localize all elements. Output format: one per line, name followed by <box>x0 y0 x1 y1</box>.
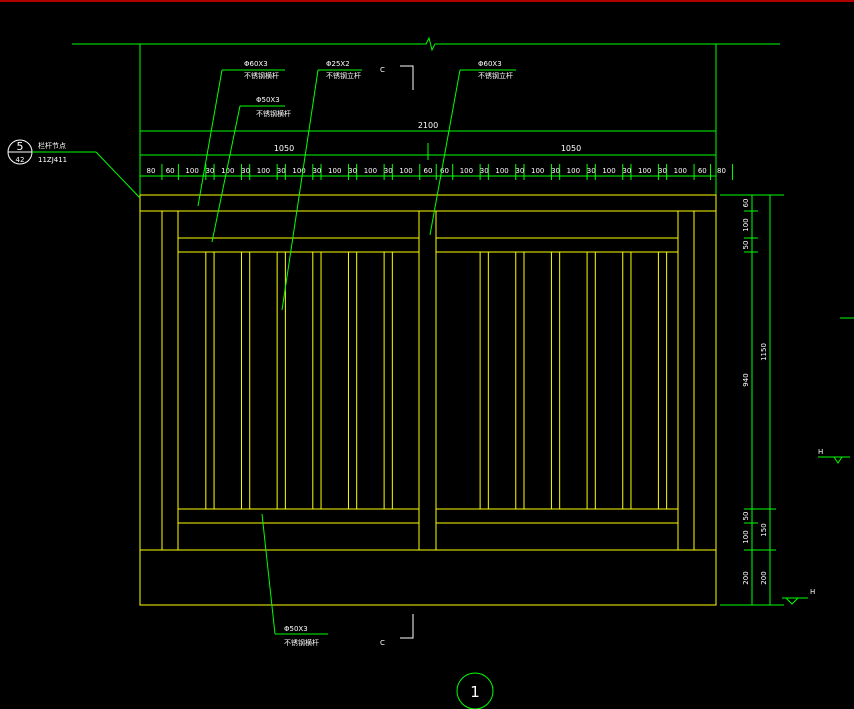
vertical-dimensions <box>720 194 784 606</box>
svg-text:1: 1 <box>470 683 480 701</box>
segment-label: 100 <box>364 167 377 175</box>
segment-label: 30 <box>587 167 596 175</box>
svg-text:H: H <box>810 588 815 596</box>
svg-text:不锈钢横杆: 不锈钢横杆 <box>284 638 319 647</box>
svg-text:Φ60X3: Φ60X3 <box>244 60 268 68</box>
svg-text:Φ60X3: Φ60X3 <box>478 60 502 68</box>
segment-ticks <box>139 164 733 180</box>
dim-half-left: 1050 <box>274 144 294 153</box>
leader-sub-rail: Φ50X3 不锈钢横杆 <box>211 96 291 243</box>
segment-label: 80 <box>147 167 156 175</box>
segment-label: 100 <box>460 167 473 175</box>
segment-label: 100 <box>328 167 341 175</box>
vdim-200-inner: 200 <box>742 571 750 584</box>
railing-frame <box>139 194 717 606</box>
segment-label: 100 <box>221 167 234 175</box>
detail-title: 栏杆节点 <box>38 141 66 150</box>
segment-label: 100 <box>495 167 508 175</box>
segment-label: 60 <box>424 167 433 175</box>
vdim-50-top: 50 <box>742 241 750 250</box>
segment-label: 30 <box>384 167 393 175</box>
svg-text:Φ50X3: Φ50X3 <box>256 96 280 104</box>
segment-label: 30 <box>277 167 286 175</box>
segment-label: 30 <box>480 167 489 175</box>
segment-label: 100 <box>185 167 198 175</box>
vdim-50-bottom: 50 <box>742 512 750 521</box>
svg-text:不锈钢立杆: 不锈钢立杆 <box>478 71 513 80</box>
segment-label: 30 <box>348 167 357 175</box>
svg-text:C: C <box>380 66 385 74</box>
vdim-940: 940 <box>742 373 750 386</box>
section-mark-top: C <box>380 65 414 90</box>
svg-text:Φ25X2: Φ25X2 <box>326 60 350 68</box>
segment-label: 100 <box>257 167 270 175</box>
leader-post: Φ60X3 不锈钢立杆 <box>429 60 516 236</box>
dim-half-right: 1050 <box>561 144 581 153</box>
segment-label: 30 <box>241 167 250 175</box>
detail-reference-bubble: 5 42 栏杆节点 11ZJ411 <box>7 139 141 199</box>
leader-baluster: Φ25X2 不锈钢立杆 <box>281 60 362 311</box>
svg-text:不锈钢横杆: 不锈钢横杆 <box>244 71 279 80</box>
vdim-150: 150 <box>760 523 768 536</box>
horizontal-dimensions <box>139 127 717 177</box>
detail-ref: 11ZJ411 <box>38 156 67 164</box>
svg-text:5: 5 <box>17 140 24 153</box>
vdim-100-top: 100 <box>742 218 750 231</box>
segment-label: 30 <box>622 167 631 175</box>
segment-label: 60 <box>440 167 449 175</box>
svg-text:C: C <box>380 639 385 647</box>
section-mark-bottom: C <box>380 614 414 647</box>
segment-labels: 80 60 100 30 100 30 100 30 100 30 100 30 100 30 100 60 6… <box>147 167 726 175</box>
drawing-number-bubble: 1 <box>456 672 494 709</box>
vdim-1150: 1150 <box>760 343 768 361</box>
segment-label: 30 <box>658 167 667 175</box>
segment-label: 30 <box>312 167 321 175</box>
level-mark-upper: H <box>818 448 850 464</box>
svg-text:不锈钢立杆: 不锈钢立杆 <box>326 71 361 80</box>
segment-label: 100 <box>531 167 544 175</box>
vdim-100-bottom: 100 <box>742 530 750 543</box>
dim-overall: 2100 <box>418 121 438 130</box>
leader-bottom-rail: Φ50X3 不锈钢横杆 <box>261 513 328 647</box>
svg-text:42: 42 <box>16 156 25 164</box>
balusters <box>205 252 668 509</box>
segment-label: 100 <box>567 167 580 175</box>
segment-label: 100 <box>638 167 651 175</box>
segment-label: 60 <box>166 167 175 175</box>
leader-top-rail: Φ60X3 不锈钢横杆 <box>197 60 285 207</box>
vdim-200-outer: 200 <box>760 571 768 584</box>
segment-label: 100 <box>399 167 412 175</box>
segment-label: 100 <box>602 167 615 175</box>
svg-text:H: H <box>818 448 823 456</box>
segment-label: 60 <box>698 167 707 175</box>
vertical-dim-labels: 60 100 50 940 50 100 200 1150 150 200 <box>742 199 768 585</box>
segment-label: 30 <box>205 167 214 175</box>
segment-label: 100 <box>674 167 687 175</box>
segment-label: 30 <box>551 167 560 175</box>
segment-label: 100 <box>292 167 305 175</box>
vdim-60: 60 <box>742 199 750 208</box>
segment-label: 30 <box>515 167 524 175</box>
level-mark-lower: H <box>782 588 815 605</box>
svg-text:Φ50X3: Φ50X3 <box>284 625 308 633</box>
segment-label: 80 <box>717 167 726 175</box>
svg-text:不锈钢横杆: 不锈钢横杆 <box>256 109 291 118</box>
